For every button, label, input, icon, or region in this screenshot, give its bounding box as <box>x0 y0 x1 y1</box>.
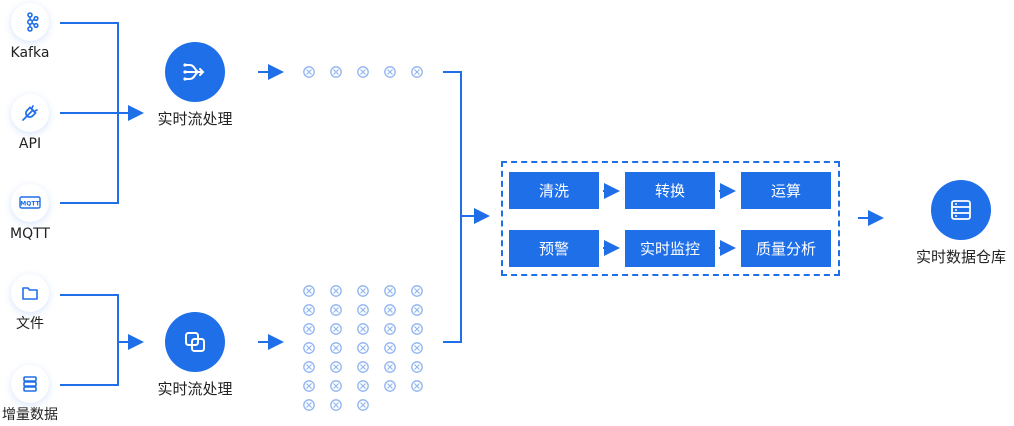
source-label: MQTT <box>10 226 50 242</box>
realtime-warehouse: 实时数据仓库 <box>906 180 1014 266</box>
source-label: 增量数据 <box>2 407 58 423</box>
plug-icon <box>11 94 49 132</box>
data-token <box>384 361 396 373</box>
source-incremental: 增量数据 <box>0 365 60 423</box>
data-token <box>411 361 423 373</box>
data-token-row-top <box>303 66 423 78</box>
data-token <box>411 380 423 392</box>
data-token <box>303 304 315 316</box>
data-token <box>357 380 369 392</box>
data-token <box>384 304 396 316</box>
data-token <box>303 323 315 335</box>
data-token-grid-bottom <box>303 285 423 411</box>
data-token <box>303 342 315 354</box>
step-monitor: 实时监控 <box>625 230 715 267</box>
database-icon <box>11 365 49 403</box>
data-token <box>330 285 342 297</box>
data-token <box>357 361 369 373</box>
data-token <box>384 342 396 354</box>
server-icon <box>931 180 991 240</box>
step-alert: 预警 <box>509 230 599 267</box>
data-token <box>330 304 342 316</box>
data-token <box>384 380 396 392</box>
stream-processor-top: 实时流处理 <box>145 42 245 128</box>
source-label: API <box>18 136 42 152</box>
data-token <box>357 323 369 335</box>
data-token <box>411 323 423 335</box>
source-mqtt: MQTT MQTT <box>0 184 60 242</box>
svg-text:MQTT: MQTT <box>20 200 40 207</box>
data-token <box>384 66 396 78</box>
folder-icon <box>11 274 49 312</box>
processor-label: 实时流处理 <box>157 380 233 398</box>
data-token <box>357 66 369 78</box>
step-transform: 转换 <box>625 172 715 209</box>
source-files: 文件 <box>0 274 60 332</box>
source-label: Kafka <box>10 45 50 61</box>
warehouse-label: 实时数据仓库 <box>915 248 1006 266</box>
data-token <box>357 399 369 411</box>
kafka-icon <box>11 3 49 41</box>
step-compute: 运算 <box>741 172 831 209</box>
processor-label: 实时流处理 <box>157 110 233 128</box>
data-token <box>384 285 396 297</box>
mqtt-icon: MQTT <box>11 184 49 222</box>
data-token <box>411 285 423 297</box>
data-token <box>330 361 342 373</box>
data-token <box>303 66 315 78</box>
data-token <box>303 361 315 373</box>
data-token <box>330 323 342 335</box>
step-quality: 质量分析 <box>741 230 831 267</box>
data-token <box>330 380 342 392</box>
data-token <box>303 399 315 411</box>
data-token <box>330 342 342 354</box>
connector-merge <box>443 71 462 343</box>
step-clean: 清洗 <box>509 172 599 209</box>
data-token <box>303 285 315 297</box>
data-token <box>357 342 369 354</box>
stream-icon <box>165 42 225 102</box>
data-token <box>330 399 342 411</box>
data-token <box>384 323 396 335</box>
connector-files <box>60 294 119 386</box>
data-token <box>411 66 423 78</box>
source-label: 文件 <box>16 316 44 332</box>
copy-icon <box>165 312 225 372</box>
processing-box <box>501 161 840 276</box>
data-token <box>411 304 423 316</box>
stream-processor-bottom: 实时流处理 <box>145 312 245 398</box>
data-token <box>357 304 369 316</box>
data-token <box>303 380 315 392</box>
data-token <box>411 342 423 354</box>
source-api: API <box>0 94 60 152</box>
data-token <box>330 66 342 78</box>
source-kafka: Kafka <box>0 3 60 61</box>
data-token <box>357 285 369 297</box>
